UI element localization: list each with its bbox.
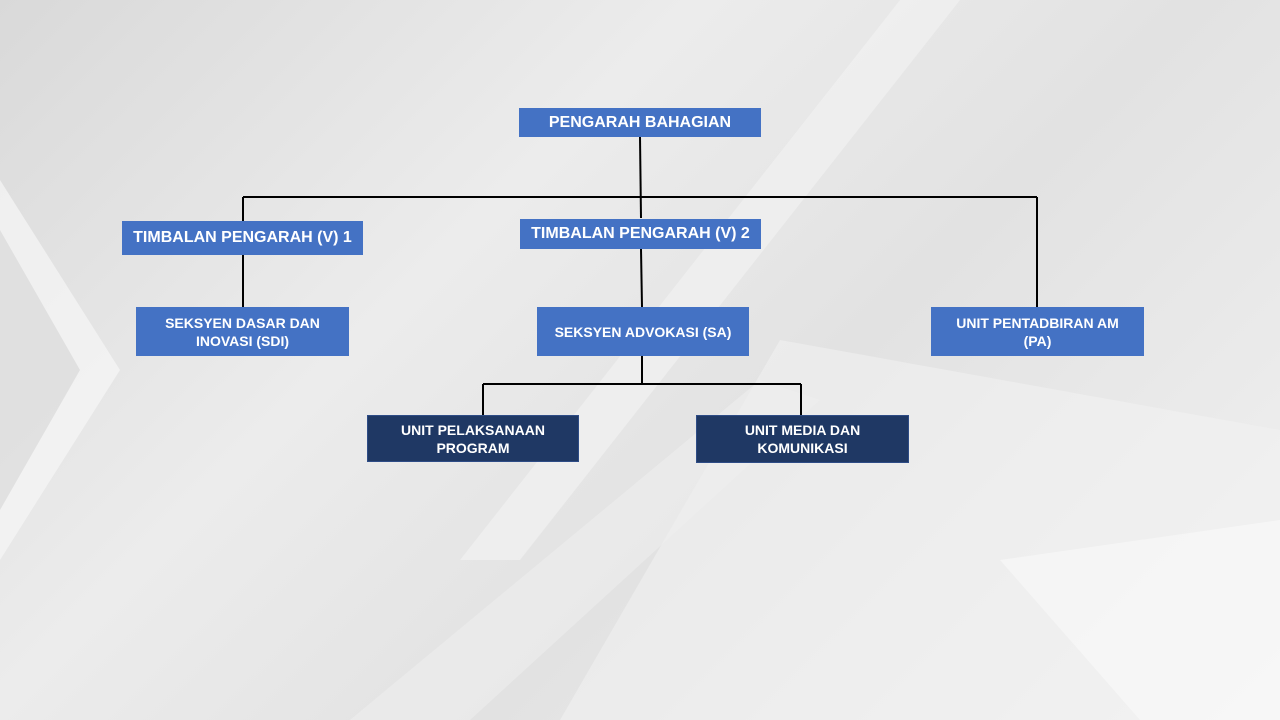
unit-pa-box: UNIT PENTADBIRAN AM (PA): [931, 307, 1144, 356]
deputy-2-box: TIMBALAN PENGARAH (V) 2: [520, 219, 761, 249]
director-box: PENGARAH BAHAGIAN: [519, 108, 761, 137]
unit-program-box: UNIT PELAKSANAAN PROGRAM: [367, 415, 579, 462]
section-sa-box: SEKSYEN ADVOKASI (SA): [537, 307, 749, 356]
unit-media-box: UNIT MEDIA DAN KOMUNIKASI: [696, 415, 909, 463]
section-sdi-box: SEKSYEN DASAR DAN INOVASI (SDI): [136, 307, 349, 356]
deputy-1-box: TIMBALAN PENGARAH (V) 1: [122, 221, 363, 255]
